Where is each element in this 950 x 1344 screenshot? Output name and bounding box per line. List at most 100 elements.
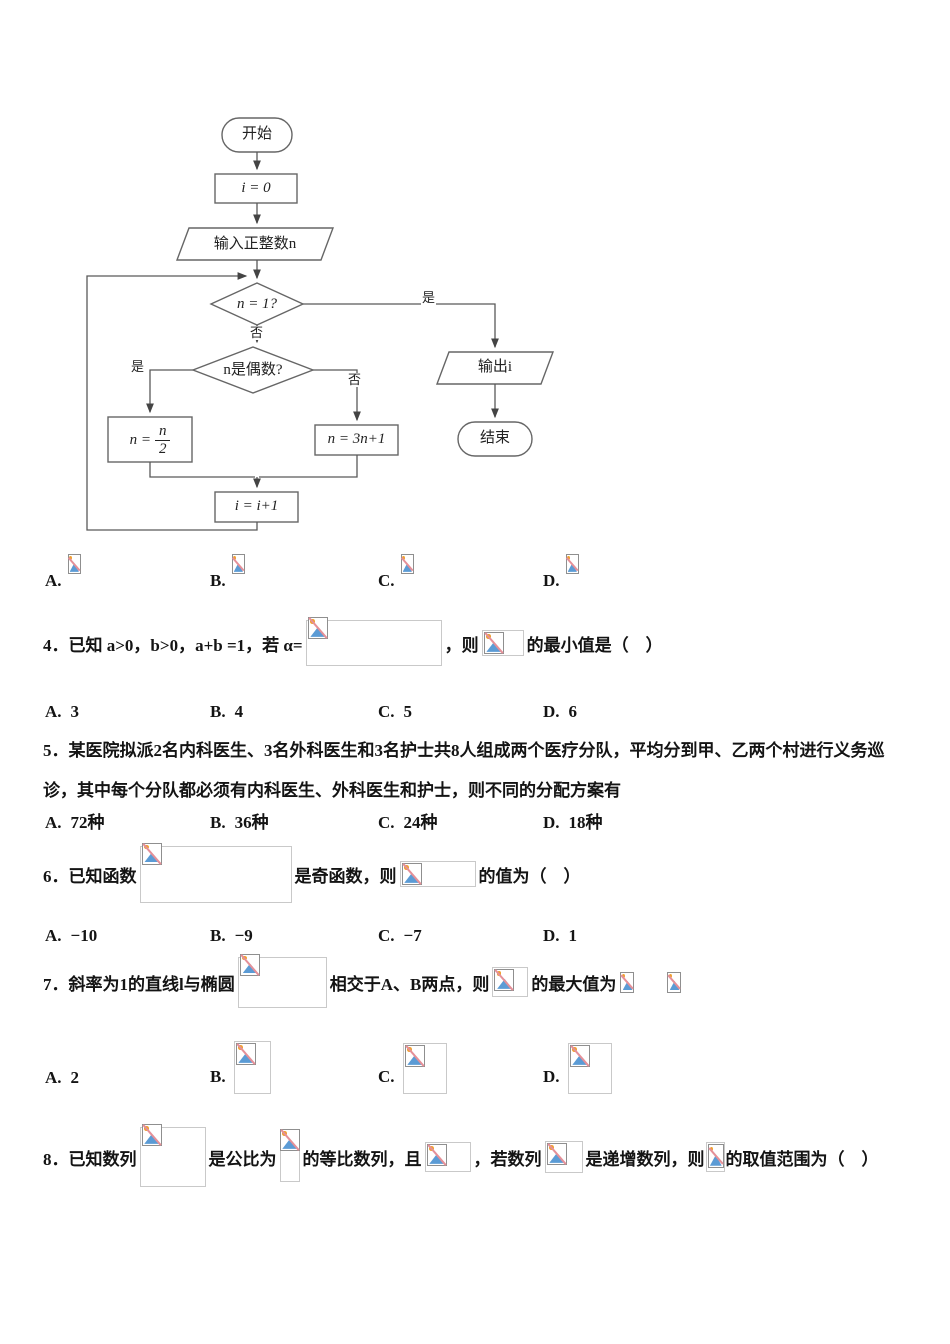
q8-text-5: 的取值范围为（ ）: [725, 1149, 879, 1169]
q7-text-mid: 相交于A、B两点，则: [329, 974, 490, 994]
q5-option-a: A.72种: [45, 808, 105, 833]
q8-text-2: 的等比数列，且: [302, 1149, 422, 1169]
mountain-icon: [407, 1055, 423, 1065]
option-value: −10: [70, 926, 98, 945]
q4-text-pre: 4．已知 a>0，b>0，a+b =1，若 α=: [43, 635, 303, 655]
fraction-numerator: n: [158, 423, 167, 439]
broken-image-icon: [307, 617, 328, 639]
q8-formula-placeholder-4: [544, 1141, 583, 1173]
q6-formula-placeholder-1: [139, 842, 292, 903]
broken-image-icon: [494, 969, 515, 991]
q4-text-mid: ，则: [444, 635, 479, 655]
mountain-icon: [622, 981, 633, 991]
q7-formula-placeholder-2: [492, 967, 529, 997]
mountain-icon: [402, 563, 412, 572]
option-letter: C.: [378, 571, 395, 590]
flow-input-label: 输入正整数n: [213, 236, 297, 252]
option-letter: C.: [378, 1067, 395, 1086]
broken-image-icon: [483, 632, 504, 654]
q5-option-c: C. 24种: [378, 808, 438, 833]
option-letter: A.: [45, 702, 62, 721]
q6-text-pre: 6．已知函数: [43, 866, 137, 886]
mountain-icon: [69, 563, 79, 572]
q7-option-b: B.: [210, 1040, 274, 1094]
flow-output-shape: [435, 351, 555, 385]
option-letter: C.: [378, 813, 395, 832]
q4-option-c: C.5: [378, 702, 412, 722]
option-letter: B.: [210, 813, 226, 832]
q3-option-b: B.: [210, 554, 245, 591]
option-value: −7: [403, 926, 422, 945]
q8-text-3: ，若数列: [473, 1149, 542, 1169]
flowchart-diagram: [86, 117, 555, 531]
option-value: 4: [234, 702, 244, 721]
q8-formula-placeholder-2: [279, 1129, 300, 1182]
q6-formula-placeholder-2: [399, 861, 476, 887]
mountain-icon: [238, 1053, 254, 1063]
option-value: 18种: [568, 813, 603, 832]
q7-text-post: 的最大值为: [531, 974, 617, 994]
q7-option-c: C.: [378, 1042, 450, 1094]
question-8: 8．已知数列 是公比为 的等比数列，且 ，若数列 是递增数列，则 的取值范围为（…: [43, 1124, 879, 1188]
option-letter: D.: [543, 926, 560, 945]
option-letter: B.: [210, 1067, 226, 1086]
q4-formula-placeholder-2: [481, 630, 524, 656]
flow-input-shape: [175, 227, 335, 261]
broken-image-icon: [141, 842, 162, 865]
question-5-line2: 诊，其中每个分队都必须有内科医生、外科医生和护士，则不同的分配方案有: [43, 781, 621, 800]
broken-image-icon: [67, 554, 81, 574]
mountain-icon: [404, 873, 420, 883]
q3-option-a: A.: [45, 554, 81, 591]
flow-end-label: 结束: [479, 430, 510, 446]
option-letter: A.: [45, 571, 62, 590]
broken-image-icon: [141, 1124, 162, 1146]
mountain-icon: [282, 1139, 298, 1149]
option-value: 24种: [403, 813, 438, 832]
q7-text-pre: 7．斜率为1的直线l与椭圆: [43, 974, 235, 994]
q4-option-a: A. 3: [45, 702, 79, 722]
flow-yes-label-2: 是: [130, 359, 146, 375]
flow-no-label-2: 否: [347, 372, 363, 388]
q8-formula-placeholder-5: [705, 1142, 725, 1172]
mountain-icon: [572, 1055, 588, 1065]
option-letter: B.: [210, 926, 226, 945]
mountain-icon: [497, 979, 513, 989]
flow-start-label: 开始: [241, 126, 272, 142]
broken-image-icon: [401, 863, 422, 885]
broken-image-icon: [239, 953, 260, 976]
mountain-icon: [486, 642, 502, 652]
option-letter: D.: [543, 1067, 560, 1086]
flow-output-label: 输出i: [477, 359, 513, 375]
q7-option-b-placeholder: [233, 1041, 271, 1094]
flow-init-label: i = 0: [241, 180, 271, 196]
mountain-icon: [144, 1134, 160, 1144]
q8-formula-placeholder-1: [139, 1124, 206, 1187]
q6-text-mid: 是奇函数，则: [294, 866, 397, 886]
broken-image-icon: [707, 1144, 724, 1168]
option-value: 36种: [234, 813, 269, 832]
option-letter: D.: [543, 813, 560, 832]
q4-option-b: B.4: [210, 702, 243, 722]
option-value: 6: [568, 702, 578, 721]
mountain-icon: [669, 981, 680, 991]
option-value: 72种: [70, 813, 105, 832]
mountain-icon: [709, 1154, 722, 1166]
q7-option-d-placeholder: [567, 1043, 612, 1094]
broken-image-icon: [620, 971, 635, 993]
flow-cond2-shape: [191, 346, 315, 394]
q4-formula-placeholder-1: [305, 617, 442, 666]
broken-image-icon: [235, 1043, 256, 1065]
q3-option-c: C.: [378, 554, 414, 591]
option-letter: C.: [378, 926, 395, 945]
flow-cond2-label: n是偶数?: [223, 362, 283, 378]
mountain-icon: [549, 1153, 565, 1163]
q4-text-post: 的最小值是（ ）: [526, 635, 663, 655]
q6-text-post: 的值为（ ）: [478, 866, 581, 886]
flow-cond1-label: n = 1?: [236, 296, 278, 312]
option-letter: B.: [210, 571, 226, 590]
option-value: 5: [403, 702, 413, 721]
flow-end-shape: [457, 421, 533, 457]
option-value: 3: [70, 702, 80, 721]
